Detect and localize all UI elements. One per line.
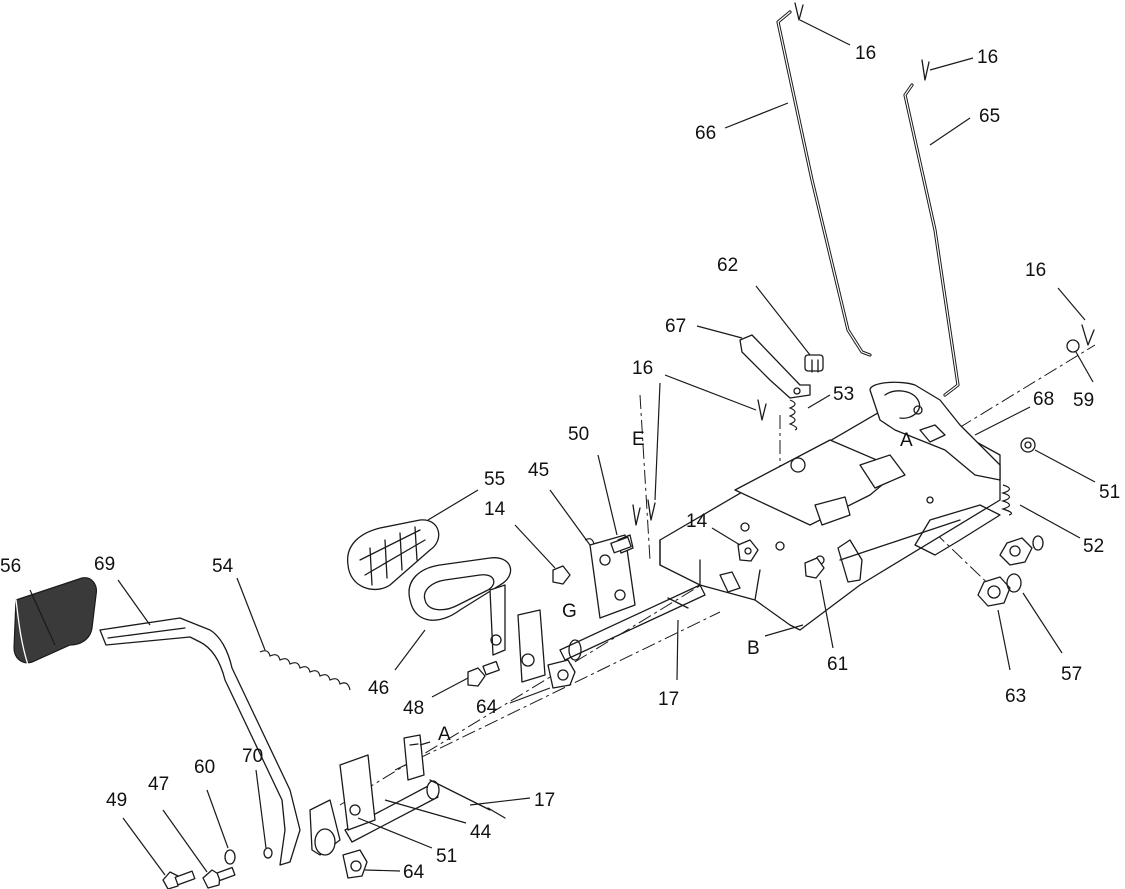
arm-plate-upper <box>517 609 576 689</box>
callout-A-lower: A <box>438 724 451 745</box>
callout-45: 45 <box>528 460 549 481</box>
callout-69: 69 <box>94 554 115 575</box>
callout-14-left: 14 <box>484 499 506 520</box>
callout-17-lower: 17 <box>534 790 555 811</box>
link-rod-65 <box>903 83 960 397</box>
callout-63: 63 <box>1005 686 1026 707</box>
callout-16-right: 16 <box>1025 260 1046 281</box>
callout-56: 56 <box>0 556 21 577</box>
link-rod-66 <box>776 10 872 357</box>
lever-67 <box>739 334 824 399</box>
pedal-arm-69 <box>99 617 301 866</box>
callout-14-right: 14 <box>686 511 708 532</box>
lever-61 <box>837 519 961 583</box>
callout-50: 50 <box>568 424 589 445</box>
callout-62: 62 <box>717 255 738 276</box>
callout-52: 52 <box>1083 536 1104 557</box>
callout-51-right: 51 <box>1099 482 1120 503</box>
callout-16-mid: 16 <box>632 358 653 379</box>
callout-G: G <box>562 601 577 622</box>
callout-67: 67 <box>665 316 686 337</box>
callout-59: 59 <box>1073 390 1094 411</box>
pedal-shaft-lower <box>309 734 506 879</box>
callout-A-upper: A <box>900 430 913 451</box>
pedal-pad-55 <box>347 519 440 591</box>
callout-17-upper: 17 <box>658 689 679 710</box>
callout-64-upper: 64 <box>476 697 498 718</box>
callout-61: 61 <box>827 654 848 675</box>
callout-E: E <box>632 429 645 450</box>
grip-56 <box>13 577 97 666</box>
shaft-assembly <box>559 534 706 661</box>
callout-55: 55 <box>484 469 505 490</box>
callout-48: 48 <box>403 698 424 719</box>
hairpin-clips <box>632 2 1095 526</box>
callout-66: 66 <box>695 123 716 144</box>
leader-lines <box>29 19 1096 876</box>
callout-46: 46 <box>368 678 389 699</box>
bolts-middle <box>467 539 825 687</box>
callout-57: 57 <box>1061 664 1082 685</box>
callout-65: 65 <box>979 106 1000 127</box>
callout-labels: 16 16 66 65 62 67 16 53 16 59 68 A 51 52… <box>0 43 1120 883</box>
small-parts-lower <box>162 847 273 889</box>
callout-51-lower: 51 <box>436 846 457 867</box>
callout-68: 68 <box>1033 389 1054 410</box>
callout-16-top-right: 16 <box>977 47 998 68</box>
callout-64-lower: 64 <box>403 862 425 883</box>
callout-70: 70 <box>242 746 263 767</box>
callout-53: 53 <box>833 384 854 405</box>
mounting-frame <box>659 399 1001 631</box>
bracket-68 <box>869 381 1001 481</box>
pedal-bracket-46 <box>408 557 512 656</box>
callout-54: 54 <box>212 556 234 577</box>
callout-B: B <box>747 638 760 659</box>
callout-47: 47 <box>148 774 169 795</box>
callout-49: 49 <box>106 790 127 811</box>
nuts-washers-right <box>977 437 1044 607</box>
callout-60: 60 <box>194 757 215 778</box>
callout-16-top: 16 <box>855 43 876 64</box>
callout-44: 44 <box>470 822 492 843</box>
